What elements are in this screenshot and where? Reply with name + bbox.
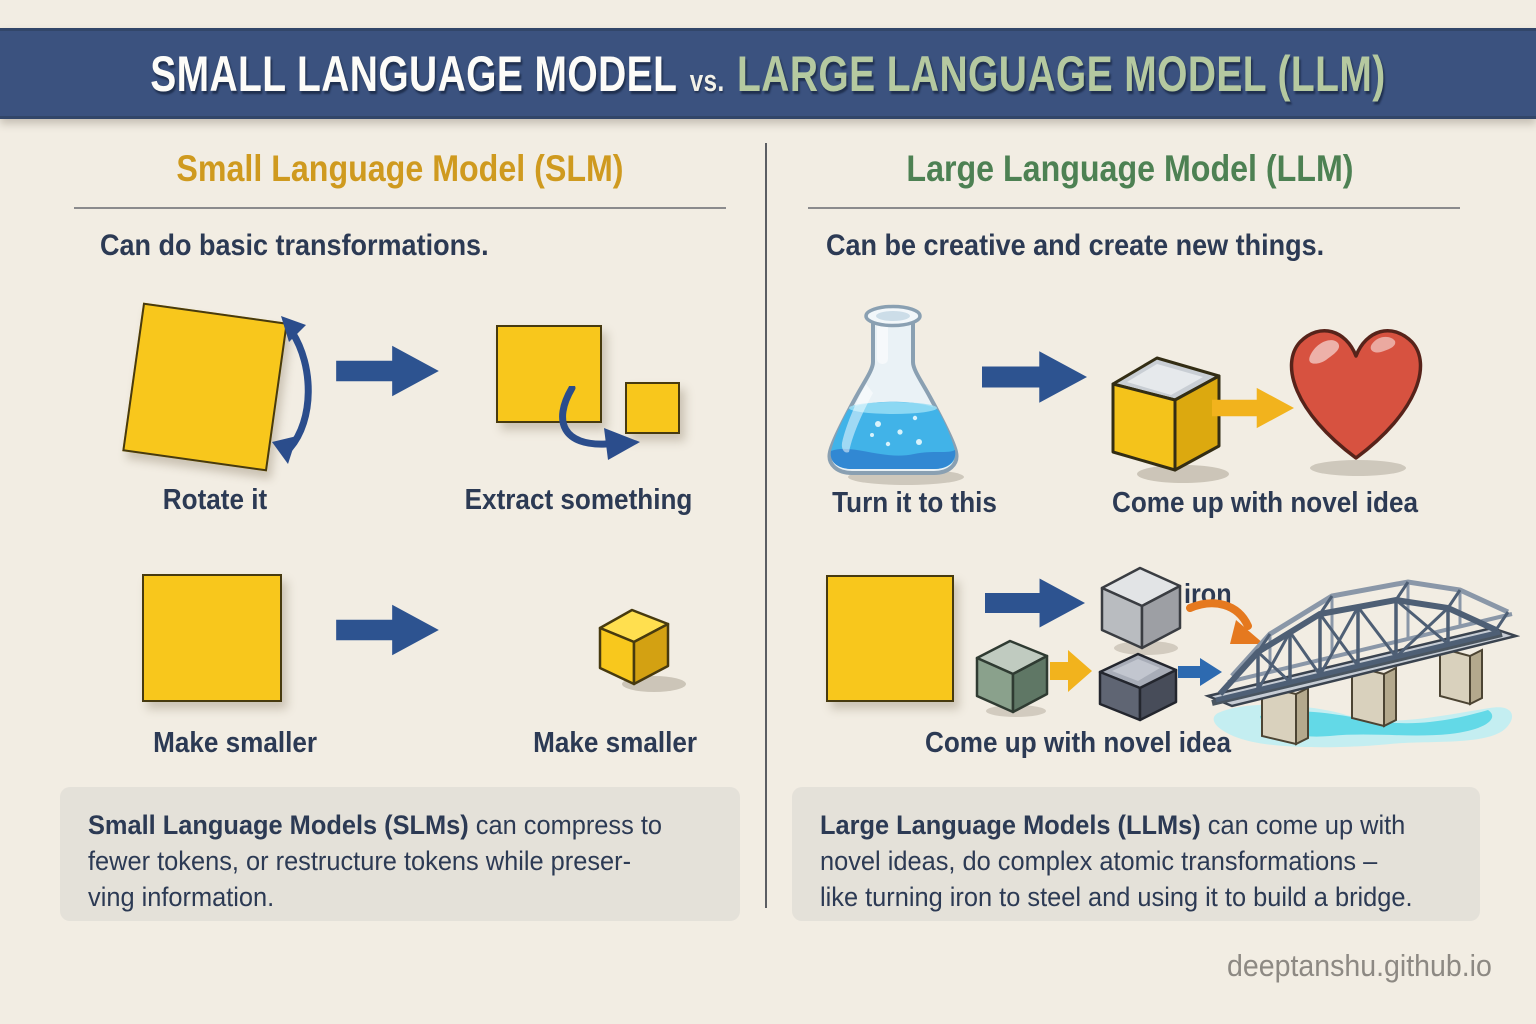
label-rotate-it: Rotate it <box>162 484 268 516</box>
yellow-cube-icon <box>1111 356 1229 483</box>
creative-arrow-icon <box>982 351 1087 403</box>
llm-summary-line-1: Large Language Models (LLMs) can come up… <box>820 810 1406 840</box>
label-make-smaller-right: Make smaller <box>533 727 697 759</box>
heart-icon <box>1289 329 1423 476</box>
banner: SMALL LANGUAGE MODEL vs. LARGE LANGUAGE … <box>0 28 1536 119</box>
label-extract-something: Extract something <box>464 484 693 516</box>
extract-arrow-icon <box>559 386 640 460</box>
llm-heading: Large Language Model (LLM) <box>906 148 1354 189</box>
label-novel-idea-top: Come up with novel idea <box>1112 487 1418 519</box>
iron-cube-icon <box>1100 566 1182 655</box>
extracted-square-icon <box>625 382 680 434</box>
column-divider <box>765 143 767 908</box>
green-cube-icon <box>975 639 1049 717</box>
small-cube-icon <box>598 608 686 692</box>
slm-summary-line-1: Small Language Models (SLMs) can compres… <box>88 810 663 840</box>
flask-icon <box>827 304 964 485</box>
bridge-icon <box>1203 579 1520 748</box>
llm-summary-line-3: like turning iron to steel and using it … <box>820 882 1413 912</box>
source-square-icon <box>496 325 602 423</box>
slm-heading-underline <box>74 207 726 209</box>
label-turn-it-to-this: Turn it to this <box>832 487 998 519</box>
steel-cube-icon <box>1098 652 1178 722</box>
slm-summary-line-3: ving information. <box>88 882 275 912</box>
footer-credit: deeptanshu.github.io <box>1227 948 1492 983</box>
slm-summary-box: Small Language Models (SLMs) can compres… <box>60 787 740 921</box>
rotation-arrow-icon <box>272 316 312 464</box>
shrink-arrow-icon <box>336 604 439 656</box>
orange-curved-arrow-icon <box>1186 599 1264 644</box>
llm-heading-underline <box>808 207 1460 209</box>
small-yellow-arrow-icon <box>1050 650 1092 692</box>
llm-summary-box: Large Language Models (LLMs) can come up… <box>792 787 1480 921</box>
bridge-arrow-icon <box>1178 658 1222 686</box>
big-square-icon <box>142 574 282 702</box>
slm-summary-line-2: fewer tokens, or restructure tokens whil… <box>88 846 632 876</box>
transform-arrow-icon <box>336 345 439 397</box>
banner-title: SMALL LANGUAGE MODEL vs. LARGE LANGUAGE … <box>150 45 1385 103</box>
yellow-square-icon <box>826 575 954 702</box>
novel-arrow-icon <box>1212 387 1294 429</box>
label-novel-idea-bottom: Come up with novel idea <box>924 727 1231 759</box>
llm-summary-line-2: novel ideas, do complex atomic transform… <box>820 846 1378 876</box>
slm-heading: Small Language Model (SLM) <box>176 148 624 189</box>
banner-vs: vs. <box>689 62 725 98</box>
slm-subtitle: Can do basic transformations. <box>100 229 489 262</box>
label-make-smaller-left: Make smaller <box>153 727 317 759</box>
banner-title-llm: LARGE LANGUAGE MODEL (LLM) <box>737 45 1386 102</box>
iron-arrow-icon <box>985 578 1085 628</box>
llm-subtitle: Can be creative and create new things. <box>826 229 1325 262</box>
banner-title-slm: SMALL LANGUAGE MODEL <box>150 45 678 102</box>
